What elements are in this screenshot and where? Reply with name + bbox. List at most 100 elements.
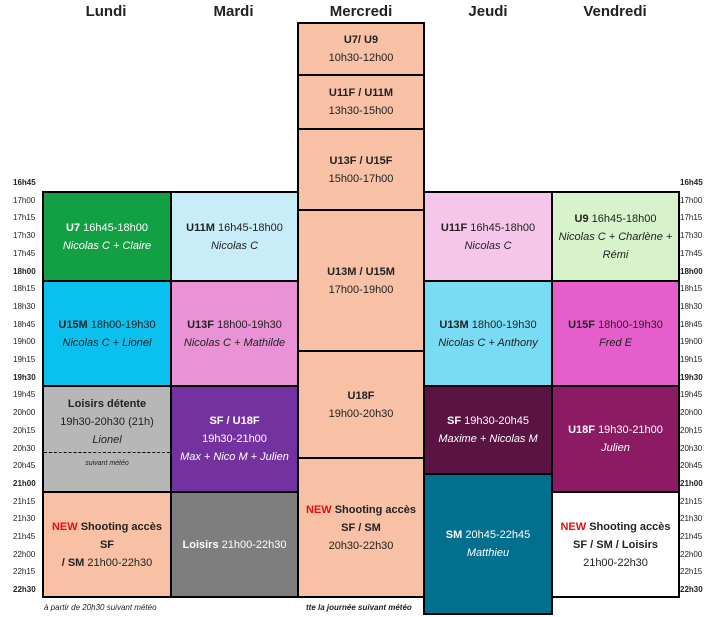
block-jeudi-u13m: U13M 18h00-19h30 Nicolas C + Anthony: [423, 280, 553, 387]
coach-label: Nicolas C + Mathilde: [183, 336, 286, 349]
time-tick: 17h00: [13, 195, 36, 205]
block-jeudi-sf: SF 19h30-20h45 Maxime + Nicolas M: [423, 385, 553, 475]
block-vendredi-shooting: NEW Shooting accès SF / SM / Loisirs 21h…: [551, 491, 680, 598]
time-tick: 19h00: [13, 337, 36, 347]
block-lundi-u7: U7 16h45-18h00 Nicolas C + Claire: [42, 191, 172, 282]
time-tick: 16h45: [13, 178, 36, 187]
time-tick: 20h30: [680, 443, 703, 453]
coach-label: Max + Nico M + Julien: [180, 451, 289, 463]
shooting-label: Shooting accès SF: [80, 520, 163, 551]
block-mercredi-u7-u9: U7/ U9 10h30-12h00: [297, 22, 425, 76]
time-tick: 18h45: [13, 319, 36, 329]
block-lundi-shooting: NEW Shooting accès SF / SM 21h00-22h30: [42, 491, 172, 598]
time-tick: 16h45: [680, 178, 703, 187]
shooting-label-2: / SM: [61, 556, 85, 569]
coach-label: Maxime + Nicolas M: [438, 433, 538, 445]
time-label: 17h00-19h00: [328, 283, 394, 296]
time-tick: 21h15: [13, 496, 36, 506]
team-label: U13M / U15M: [327, 265, 395, 278]
time-tick: 18h15: [13, 284, 36, 294]
weather-note: suivant météo: [85, 460, 129, 467]
block-mercredi-u11: U11F / U11M 13h30-15h00: [297, 74, 425, 130]
block-mercredi-u13: U13F / U15F 15h00-17h00: [297, 128, 425, 211]
time-tick: 19h30: [13, 372, 36, 382]
time-label: 19h30-20h30 (21h): [60, 416, 154, 428]
time-label: 21h00-22h30: [221, 538, 287, 551]
time-tick: 17h00: [680, 195, 703, 205]
time-tick: 17h15: [13, 213, 36, 223]
time-label: 21h00-22h30: [583, 556, 648, 569]
block-vendredi-u18f: U18F 19h30-21h00 Julien: [551, 385, 680, 493]
time-label: 20h30-22h30: [328, 539, 394, 552]
time-tick: 22h15: [680, 567, 703, 577]
block-vendredi-u15f: U15F 18h00-19h30 Fred E: [551, 280, 680, 387]
loisirs-title: Loisirs détente: [67, 398, 147, 410]
time-tick: 17h45: [13, 248, 36, 258]
block-lundi-u15m: U15M 18h00-19h30 Nicolas C + Lionel: [42, 280, 172, 387]
footer-note-lundi: à partir de 20h30 suivant météo: [44, 603, 157, 612]
team-label: U11F / U11M: [328, 87, 394, 99]
time-label: 19h30-21h00: [202, 433, 267, 445]
time-tick: 20h30: [13, 443, 36, 453]
team-label: U15M: [58, 318, 88, 331]
day-header-mardi: Mardi: [213, 3, 254, 20]
team-label: U18F: [347, 389, 375, 402]
coach-label-2: Rémi: [602, 248, 629, 261]
block-jeudi-sm: SM 20h45-22h45 Matthieu: [423, 473, 553, 615]
team-label: SF / U18F: [209, 415, 260, 427]
new-badge: NEW: [305, 503, 332, 516]
time-tick: 21h00: [13, 478, 36, 488]
team-label: U13F / U15F: [329, 154, 393, 167]
shooting-label: Shooting accès: [334, 503, 417, 516]
time-label: 18h00-19h30: [90, 318, 156, 331]
coach-label: Nicolas C + Anthony: [438, 336, 538, 349]
block-jeudi-u11f: U11F 16h45-18h00 Nicolas C: [423, 191, 553, 282]
day-header-lundi: Lundi: [85, 3, 127, 20]
time-tick: 22h15: [13, 567, 36, 577]
dashed-divider: [44, 452, 170, 453]
time-tick: 21h45: [680, 532, 703, 541]
time-tick: 20h00: [680, 408, 703, 418]
time-tick: 19h45: [13, 390, 36, 400]
time-label: 10h30-12h00: [328, 52, 394, 64]
coach-label: Nicolas C: [464, 239, 512, 252]
block-mardi-u11m: U11M 16h45-18h00 Nicolas C: [170, 191, 299, 282]
shooting-label: Shooting accès: [589, 520, 671, 533]
time-tick: 18h00: [13, 266, 36, 276]
time-tick: 19h45: [680, 390, 703, 400]
time-tick: 20h45: [680, 461, 703, 471]
time-tick: 22h30: [680, 585, 703, 595]
team-label: Loisirs: [182, 538, 219, 551]
time-tick: 19h30: [680, 372, 703, 382]
time-tick: 18h45: [680, 319, 703, 329]
team-label: U13M: [439, 318, 469, 331]
team-label: U13F: [187, 318, 214, 331]
time-tick: 19h00: [680, 337, 703, 347]
block-vendredi-u9: U9 16h45-18h00 Nicolas C + Charlène + Ré…: [551, 191, 680, 282]
time-label: 20h45-22h45: [465, 529, 531, 541]
time-label: 18h00-19h30: [217, 318, 282, 331]
day-header-mercredi: Mercredi: [329, 3, 393, 20]
block-mercredi-u13m: U13M / U15M 17h00-19h00: [297, 209, 425, 352]
time-label: 21h00-22h30: [87, 556, 153, 569]
time-tick: 21h30: [680, 514, 703, 524]
coach-label: Fred E: [598, 336, 632, 349]
time-tick: 17h45: [680, 248, 703, 258]
time-tick: 20h45: [13, 461, 36, 471]
time-tick: 20h15: [13, 425, 36, 435]
time-label: 19h00-20h30: [328, 407, 394, 420]
time-label: 19h30-20h45: [464, 415, 529, 427]
day-header-vendredi: Vendredi: [583, 3, 647, 20]
block-lundi-loisirs: Loisirs détente 19h30-20h30 (21h) Lionel…: [42, 385, 172, 493]
shooting-label-2: SF / SM / Loisirs: [573, 538, 658, 551]
time-tick: 21h30: [13, 514, 36, 524]
team-label: U15F: [568, 318, 595, 331]
coach-label: Nicolas C + Charlène +: [558, 230, 673, 243]
team-label: U7/ U9: [343, 34, 379, 46]
coach-label: Matthieu: [466, 547, 510, 559]
time-tick: 17h15: [680, 213, 703, 223]
coach-label: Julien: [601, 442, 630, 454]
time-tick: 17h30: [680, 231, 703, 241]
time-tick: 22h30: [13, 585, 36, 595]
time-tick: 21h45: [13, 532, 36, 541]
